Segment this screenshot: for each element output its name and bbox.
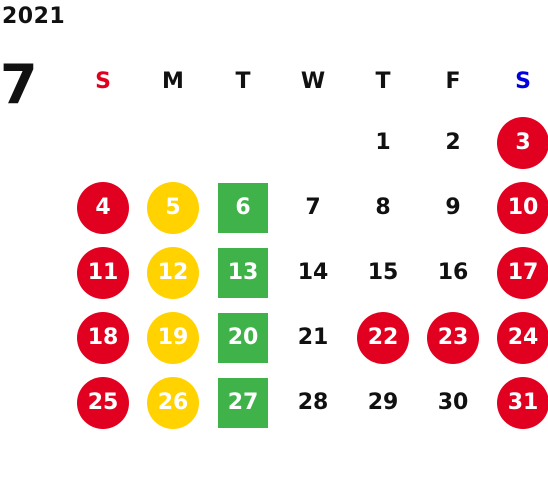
day-cell[interactable]: 17	[488, 240, 548, 305]
day-cell[interactable]: 2	[418, 110, 488, 175]
day-number: 24	[497, 311, 548, 364]
week-row: 1 2 3	[68, 110, 548, 175]
day-cell[interactable]: 19	[138, 305, 208, 370]
day-cell[interactable]: 25	[68, 370, 138, 435]
year-label: 2021	[2, 4, 66, 29]
day-number: 16	[437, 260, 469, 285]
empty-cell	[208, 110, 278, 175]
day-cell[interactable]: 7	[278, 175, 348, 240]
day-cell[interactable]: 20	[208, 305, 278, 370]
weekday-thursday: T	[375, 68, 391, 94]
day-number: 28	[297, 390, 329, 415]
day-number: 11	[77, 246, 129, 299]
day-number: 4	[77, 181, 129, 234]
weekday-wednesday: W	[300, 68, 326, 94]
day-cell[interactable]: 21	[278, 305, 348, 370]
day-number: 29	[367, 390, 399, 415]
week-row: 11 12 13 14 15 16 17	[68, 240, 548, 305]
day-cell[interactable]: 18	[68, 305, 138, 370]
day-number: 19	[147, 311, 199, 364]
weekday-tuesday: T	[235, 68, 251, 94]
day-number: 6	[218, 182, 268, 233]
day-number: 22	[357, 311, 409, 364]
day-cell[interactable]: 12	[138, 240, 208, 305]
day-cell[interactable]: 28	[278, 370, 348, 435]
day-number: 25	[77, 376, 129, 429]
day-number: 18	[77, 311, 129, 364]
day-number: 27	[218, 377, 268, 428]
empty-cell	[138, 110, 208, 175]
empty-cell	[68, 110, 138, 175]
day-cell[interactable]: 14	[278, 240, 348, 305]
day-cell[interactable]: 1	[348, 110, 418, 175]
weekday-friday: F	[445, 68, 461, 94]
day-number: 3	[497, 116, 548, 169]
day-number: 7	[305, 195, 321, 220]
day-cell[interactable]: 11	[68, 240, 138, 305]
day-number: 5	[147, 181, 199, 234]
day-number: 13	[218, 247, 268, 298]
day-number: 9	[445, 195, 461, 220]
day-number: 30	[437, 390, 469, 415]
day-number: 15	[367, 260, 399, 285]
day-cell[interactable]: 26	[138, 370, 208, 435]
day-cell[interactable]: 15	[348, 240, 418, 305]
day-number: 1	[375, 130, 391, 155]
day-cell[interactable]: 8	[348, 175, 418, 240]
week-row: 18 19 20 21 22 23 24	[68, 305, 548, 370]
day-number: 2	[445, 130, 461, 155]
day-cell[interactable]: 31	[488, 370, 548, 435]
day-cell[interactable]: 5	[138, 175, 208, 240]
day-cell[interactable]: 13	[208, 240, 278, 305]
empty-cell	[278, 110, 348, 175]
day-cell[interactable]: 22	[348, 305, 418, 370]
day-number: 23	[427, 311, 479, 364]
day-number: 14	[297, 260, 329, 285]
day-cell[interactable]: 29	[348, 370, 418, 435]
day-number: 10	[497, 181, 548, 234]
day-number: 20	[218, 312, 268, 363]
weekday-monday: M	[162, 68, 184, 94]
day-cell[interactable]: 4	[68, 175, 138, 240]
day-cell[interactable]: 6	[208, 175, 278, 240]
day-cell[interactable]: 23	[418, 305, 488, 370]
weekday-sunday: S	[95, 68, 111, 94]
day-cell[interactable]: 16	[418, 240, 488, 305]
day-number: 12	[147, 246, 199, 299]
day-number: 17	[497, 246, 548, 299]
day-cell[interactable]: 9	[418, 175, 488, 240]
month-number: 7	[0, 53, 38, 116]
weekday-saturday: S	[515, 68, 531, 94]
day-number: 21	[297, 325, 329, 350]
day-cell[interactable]: 24	[488, 305, 548, 370]
week-row: 25 26 27 28 29 30 31	[68, 370, 548, 435]
day-cell[interactable]: 30	[418, 370, 488, 435]
day-cell[interactable]: 3	[488, 110, 548, 175]
day-number: 31	[497, 376, 548, 429]
day-cell[interactable]: 27	[208, 370, 278, 435]
day-number: 8	[375, 195, 391, 220]
day-number: 26	[147, 376, 199, 429]
day-cell[interactable]: 10	[488, 175, 548, 240]
